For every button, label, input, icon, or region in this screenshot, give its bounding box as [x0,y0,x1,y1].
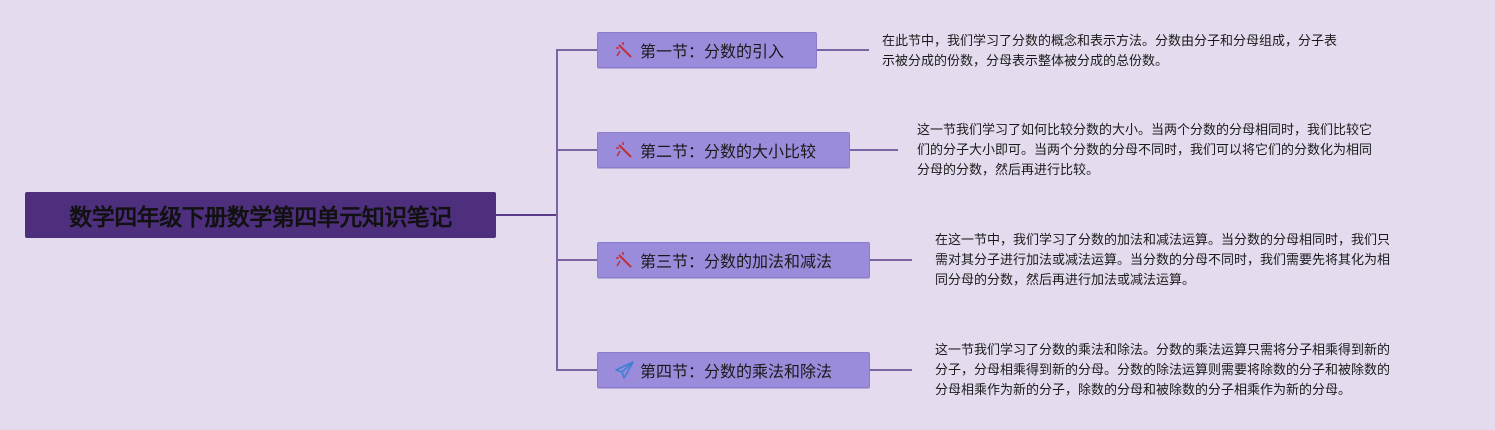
section-node-4[interactable]: 第四节：分数的乘法和除法 [597,352,870,388]
magic-wand-icon [615,41,632,58]
desc-line: 需对其分子进行加法或减法运算。当分数的分母不同时，我们需要先将其化为相 [935,253,1391,268]
section-description-3: 在这一节中，我们学习了分数的加法和减法运算。当分数的分母相同时，我们只 需对其分… [935,231,1390,291]
desc-line: 在此节中，我们学习了分数的概念和表示方法。分数由分子和分母组成，分子表 [882,34,1338,49]
root-title: 数学四年级下册数学第四单元知识笔记 [69,205,452,231]
desc-line-2 [850,149,898,151]
desc-line: 同分母的分数，然后再进行加法或减法运算。 [935,273,1196,288]
section-title: 第四节：分数的乘法和除法 [640,362,833,381]
desc-line: 们的分子大小即可。当两个分数的分母不同时，我们可以将它们的分数化为相同 [917,143,1373,158]
trunk-line [556,49,558,371]
desc-line-3 [870,259,912,261]
section-title: 第二节：分数的大小比较 [640,142,817,161]
section-description-1: 在此节中，我们学习了分数的概念和表示方法。分数由分子和分母组成，分子表 示被分成… [882,32,1337,72]
branch-line-4 [556,369,597,371]
section-node-1[interactable]: 第一节：分数的引入 [597,32,817,68]
desc-line-1 [817,49,869,51]
desc-line: 这一节我们学习了如何比较分数的大小。当两个分数的分母相同时，我们比较它 [917,123,1373,138]
desc-line-4 [870,369,912,371]
desc-line: 这一节我们学习了分数的乘法和除法。分数的乘法运算只需将分子相乘得到新的 [935,343,1391,358]
magic-wand-icon [615,251,632,268]
section-node-2[interactable]: 第二节：分数的大小比较 [597,132,850,168]
magic-wand-icon [615,141,632,158]
desc-line: 分母相乘作为新的分子，除数的分母和被除数的分子相乘作为新的分母。 [935,383,1352,398]
desc-line: 分母的分数，然后再进行比较。 [917,163,1100,178]
branch-line-1 [556,49,597,51]
section-node-3[interactable]: 第三节：分数的加法和减法 [597,242,870,278]
section-description-2: 这一节我们学习了如何比较分数的大小。当两个分数的分母相同时，我们比较它 们的分子… [917,121,1372,181]
desc-line: 分子，分母相乘得到新的分母。分数的除法运算则需要将除数的分子和被除数的 [935,363,1391,378]
section-title: 第一节：分数的引入 [640,42,785,61]
desc-line: 在这一节中，我们学习了分数的加法和减法运算。当分数的分母相同时，我们只 [935,233,1391,248]
section-title: 第三节：分数的加法和减法 [640,252,833,271]
root-topic[interactable]: 数学四年级下册数学第四单元知识笔记 [25,192,496,238]
branch-line-3 [556,259,597,261]
root-connector [496,214,557,216]
section-description-4: 这一节我们学习了分数的乘法和除法。分数的乘法运算只需将分子相乘得到新的 分子，分… [935,341,1390,401]
branch-line-2 [556,149,597,151]
paper-plane-icon [615,361,634,379]
desc-line: 示被分成的份数，分母表示整体被分成的总份数。 [882,54,1169,69]
